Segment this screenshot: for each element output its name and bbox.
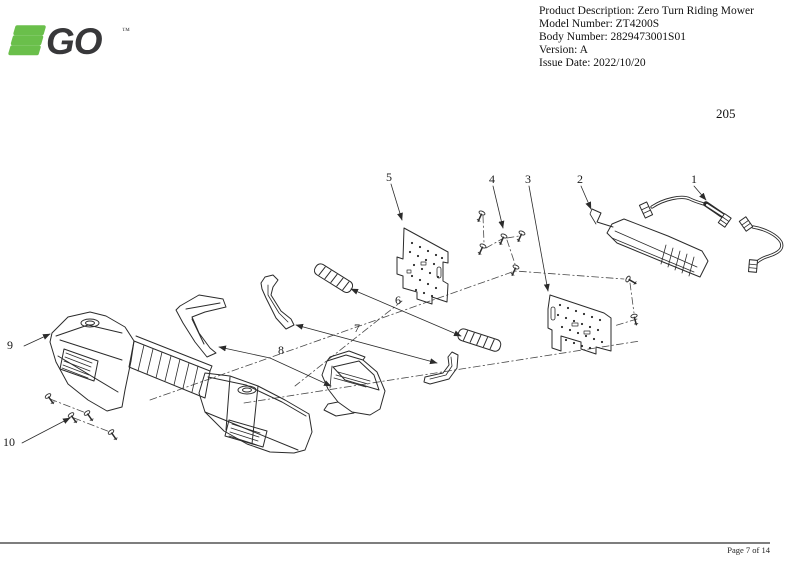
product-info-block: Product Description: Zero Turn Riding Mo… (539, 5, 794, 70)
version-line: Version: A (539, 44, 588, 56)
callout-labels: 1 2 3 4 5 6 7 8 9 10 (3, 170, 697, 449)
callout-5: 5 (386, 170, 392, 184)
plate-right-holes (556, 303, 604, 350)
support-rod-left (260, 274, 295, 330)
trademark-symbol: ™ (122, 26, 130, 35)
perforated-plate-right (547, 294, 612, 355)
footer-rule (0, 542, 770, 544)
ego-logo-go-text: GO (46, 21, 103, 62)
callout-1: 1 (691, 172, 697, 186)
body-number-line: Body Number: 2829473001S01 (539, 31, 686, 43)
callout-4: 4 (489, 172, 495, 186)
ego-logo-e-bars (8, 25, 46, 56)
issue-date-line: Issue Date: 2022/10/20 (539, 57, 646, 69)
bumper-assembly (49, 311, 313, 454)
callout-2: 2 (577, 172, 583, 186)
bracket-assembly (589, 208, 709, 278)
assembly-center-lines (49, 215, 641, 433)
callout-6: 6 (395, 293, 401, 307)
ribbed-strip-lower (457, 328, 502, 352)
lamp-housing (321, 350, 386, 417)
callout-8: 8 (278, 343, 284, 357)
perforated-plate-left (396, 227, 449, 305)
mounting-screws-left (43, 392, 120, 442)
ego-logo-svg: GO ™ (8, 21, 130, 62)
product-description-line: Product Description: Zero Turn Riding Mo… (539, 5, 754, 17)
callout-3: 3 (525, 172, 531, 186)
ribbed-strip-upper (313, 263, 354, 293)
wire-harness-right (738, 216, 784, 273)
callout-7: 7 (354, 321, 360, 335)
support-rod-right (423, 351, 459, 385)
callout-10: 10 (3, 435, 15, 449)
footer-page-label: Page 7 of 14 (727, 545, 770, 555)
callout-leader-lines (21, 183, 707, 444)
plate-left-holes (408, 241, 444, 298)
diagram-sheet-number: 205 (716, 106, 736, 121)
side-bracket-left (175, 294, 227, 358)
callout-9: 9 (7, 338, 13, 352)
ego-logo: GO ™ (8, 18, 158, 66)
wire-harness-left (638, 195, 732, 228)
model-number-line: Model Number: ZT4200S (539, 18, 660, 30)
